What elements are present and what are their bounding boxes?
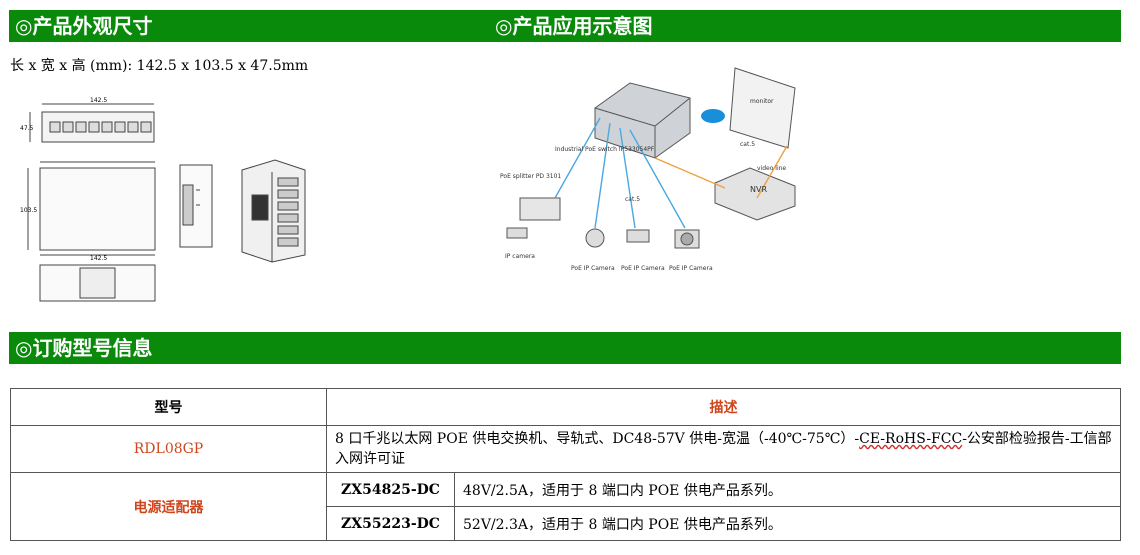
table-row: RDL08GP 8 口千兆以太网 POE 供电交换机、导轨式、DC48-57V …: [10, 425, 1121, 473]
application-title: ◎产品应用示意图: [495, 14, 653, 38]
label-nvr: NVR: [750, 185, 767, 194]
desc-part-c: -公安部检验报告-工信部入网许可证: [335, 431, 1112, 467]
dim-width-bottom: 142.5: [90, 255, 107, 262]
model-power-adapter: 电源适配器: [10, 472, 327, 541]
label-poe-cam-2: PoE IP Camera: [621, 265, 665, 272]
dim-height-side: 47.5: [20, 125, 34, 132]
label-cat5-a: cat.5: [625, 196, 640, 203]
label-ip-camera: IP camera: [505, 253, 535, 260]
desc-part-b: CE-RoHS-FCC: [859, 431, 963, 447]
mechanical-drawing: 142.5 47.5 103.5 142.5: [20, 97, 306, 302]
desc-part-a: 8 口千兆以太网 POE 供电交换机、导轨式、DC48-57V 供电-宽温（-4…: [335, 431, 860, 447]
table-row: 电源适配器 ZX54825-DC 48V/2.5A，适用于 8 端口内 POE …: [10, 472, 1121, 541]
adapter-model-1: ZX54825-DC: [326, 472, 455, 507]
table-header-row: 型号 描述: [10, 388, 1121, 426]
label-splitter: PoE splitter PD 3101: [500, 173, 561, 180]
dim-depth: 103.5: [20, 207, 37, 214]
label-switch: Industrial PoE switch IP533054PF: [555, 146, 655, 153]
header-desc: 描述: [326, 388, 1121, 426]
adapter-desc-1: 48V/2.5A，适用于 8 端口内 POE 供电产品系列。: [454, 472, 1121, 507]
section-header-ordering: ◎订购型号信息: [9, 332, 1121, 364]
dimensions-text: 长 x 宽 x 高 (mm): 142.5 x 103.5 x 47.5mm: [10, 58, 309, 74]
model-rdl08gp: RDL08GP: [10, 425, 327, 473]
table-row: ZX55223-DC 52V/2.3A，适用于 8 端口内 POE 供电产品系列…: [11, 506, 1121, 541]
ordering-title: ◎订购型号信息: [15, 336, 153, 360]
adapter-desc-2: 52V/2.3A，适用于 8 端口内 POE 供电产品系列。: [454, 506, 1121, 541]
application-diagram: Industrial PoE switch IP533054PF PoE spl…: [500, 67, 796, 272]
appearance-title: ◎产品外观尺寸: [15, 14, 153, 38]
section-header-appearance: ◎产品外观尺寸 ◎产品应用示意图: [9, 10, 1121, 42]
label-video-line: video line: [757, 165, 786, 172]
label-cat5-b: cat.5: [740, 141, 755, 148]
desc-rdl08gp: 8 口千兆以太网 POE 供电交换机、导轨式、DC48-57V 供电-宽温（-4…: [326, 425, 1121, 473]
label-poe-cam-3: PoE IP Camera: [669, 265, 713, 272]
dim-width-top: 142.5: [90, 97, 107, 104]
label-poe-cam-1: PoE IP Camera: [571, 265, 615, 272]
header-model: 型号: [10, 388, 327, 426]
label-monitor: monitor: [750, 98, 774, 105]
adapter-model-2: ZX55223-DC: [326, 506, 455, 541]
ordering-table: 型号 描述 RDL08GP 8 口千兆以太网 POE 供电交换机、导轨式、DC4…: [10, 388, 1121, 541]
